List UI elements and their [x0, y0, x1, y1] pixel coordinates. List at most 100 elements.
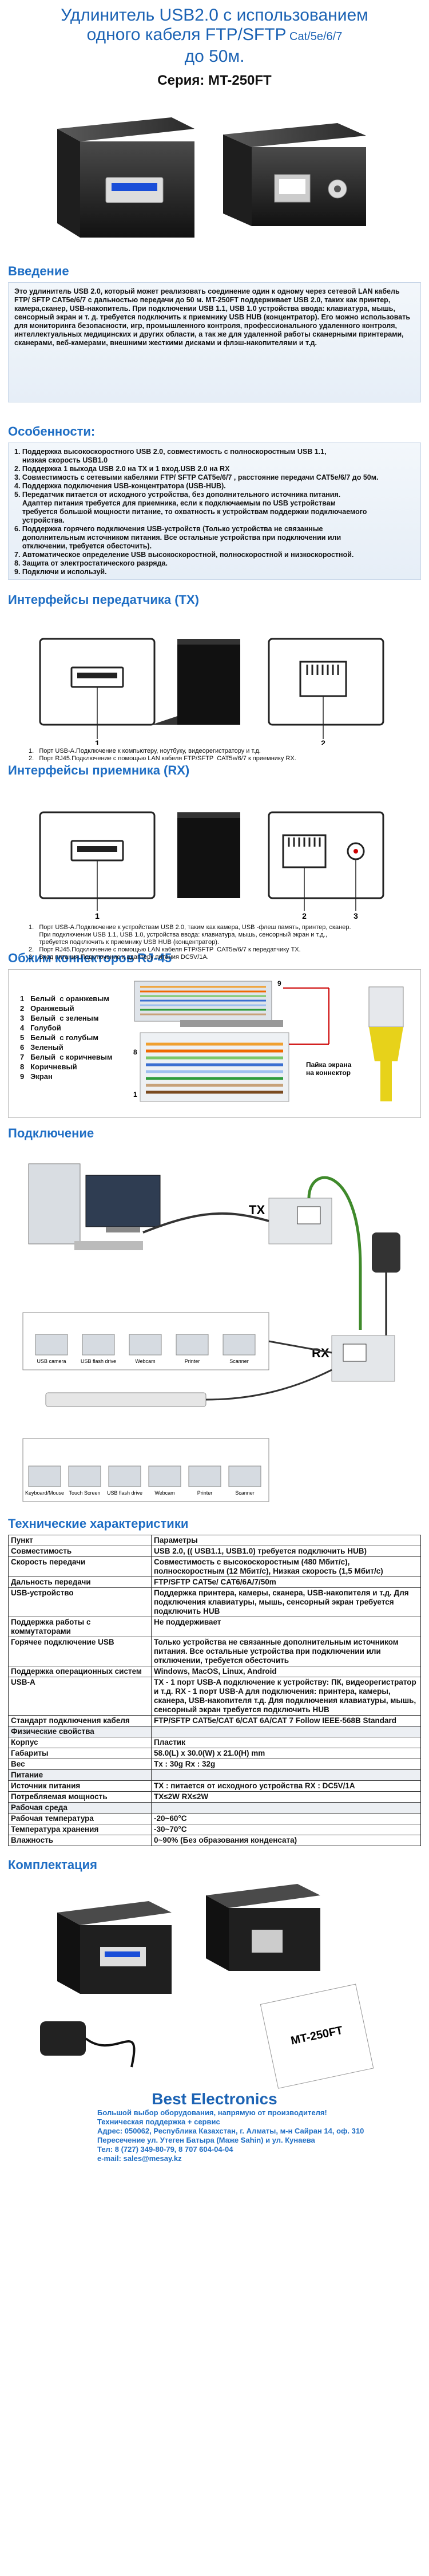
specs-value: -20~60°C	[151, 1813, 421, 1824]
device-icon	[129, 1334, 162, 1356]
tx-box	[268, 1198, 332, 1244]
device-icon	[68, 1465, 101, 1487]
computer-image	[28, 1163, 161, 1250]
tx-label: TX	[249, 1203, 265, 1217]
specs-group-row: Питание	[8, 1769, 421, 1781]
specs-group-row: Рабочая среда	[8, 1802, 421, 1814]
rj45-wire-item: 6 Зеленый	[20, 1043, 63, 1052]
specs-key: USB-A	[8, 1677, 152, 1716]
specs-value: Пластик	[151, 1737, 421, 1748]
footer-line: Пересечение ул. Утеген Батыра (Маже Sahi…	[97, 2136, 315, 2144]
specs-key: Стандарт подключения кабеля	[8, 1715, 152, 1726]
rx-note-item: 1. Порт USB-A.Подключение к устройствам …	[29, 924, 351, 931]
feature-item: 4. Поддержка подключения USB-концентрато…	[14, 482, 226, 490]
footer-line: Большой выбор оборудования, напрямую от …	[97, 2108, 327, 2117]
specs-value: Tx : 30g Rx : 32g	[151, 1759, 421, 1770]
specs-key: USB-устройство	[8, 1587, 152, 1617]
specs-key: Дальность передачи	[8, 1577, 152, 1588]
rj45-yellow-plug-image	[368, 986, 404, 1101]
rj45-connector-diagram	[134, 981, 329, 1102]
tx-callout-2: 2	[321, 738, 325, 745]
rj45-num-9: 9	[277, 979, 281, 987]
specs-value: 58.0(L) x 30.0(W) x 21.0(H) mm	[151, 1748, 421, 1759]
device-icon	[108, 1465, 141, 1487]
rx-diagram: 1 2 3 1. Порт USB-A.Подключение к устрой…	[0, 778, 429, 967]
feature-item: отключении, требуется обесточить).	[14, 542, 152, 550]
rx-note-item: 2. Порт RJ45.Подключение с помощью LAN к…	[29, 946, 301, 953]
title-line-2: одного кабеля FTP/SFTP Cat/5e/6/7	[0, 25, 429, 46]
specs-value: Не поддерживает	[151, 1617, 421, 1637]
specs-value: Параметры	[151, 1535, 421, 1546]
rj45-num-1: 1	[133, 1091, 137, 1099]
rx-device-side	[177, 812, 240, 898]
device-label: Webcam	[154, 1490, 174, 1496]
device-label: Keyboard/Mouse	[25, 1490, 64, 1496]
device-icon	[28, 1465, 61, 1487]
features-title: Особенности:	[8, 424, 96, 438]
specs-key: Скорость передачи	[8, 1556, 152, 1577]
specs-value: TX≤2W RX≤2W	[151, 1791, 421, 1803]
specs-key: Совместимость	[8, 1546, 152, 1557]
tx-title: Интерфейсы передатчика (TX)	[8, 592, 199, 607]
rx-title: Интерфейсы приемника (RX)	[8, 763, 190, 777]
device-label: USB flash drive	[107, 1490, 142, 1496]
device-label: Printer	[197, 1490, 213, 1496]
device-icon	[35, 1334, 68, 1356]
feature-item: дополнительным источником питания. Все о…	[14, 534, 341, 542]
rj45-wire-item: 7 Белый с коричневым	[20, 1053, 113, 1061]
specs-key: Поддержка операционных систем	[8, 1666, 152, 1677]
feature-item: 6. Поддержка горячего подключения USB-ус…	[14, 525, 323, 533]
device-label: Printer	[185, 1358, 200, 1364]
specs-group-row: Физические свойства	[8, 1726, 421, 1737]
specs-key: Влажность	[8, 1835, 152, 1846]
specs-row: Температура хранения-30~70°C	[8, 1824, 421, 1835]
kit-rx-device	[206, 1884, 320, 1971]
rx-notes: 1. Порт USB-A.Подключение к устройствам …	[0, 924, 429, 961]
title-line-1: Удлинитель USB2.0 с использованием	[61, 6, 368, 25]
device-icon	[223, 1334, 256, 1356]
rx-label: RX	[312, 1346, 329, 1360]
rx-device-image	[223, 123, 366, 226]
kit-manual-box: MT-250FT	[260, 1984, 374, 2089]
device-label: Scanner	[235, 1490, 255, 1496]
rj45-wire-item: 9 Экран	[20, 1072, 53, 1081]
specs-key: Габариты	[8, 1748, 152, 1759]
specs-key: Питание	[8, 1769, 152, 1781]
device-label: Webcam	[135, 1358, 155, 1364]
intro-text: Это удлинитель USB 2.0, который может ре…	[14, 287, 411, 347]
rj45-crimp-illustration: 9 8 1 Пайка экрана на коннектор	[133, 979, 404, 1102]
device-icon	[188, 1465, 221, 1487]
device-icon	[228, 1465, 261, 1487]
rj45-wire-item: 4 Голубой	[20, 1024, 61, 1032]
rx-box	[331, 1335, 395, 1382]
feature-item: 1. Поддержка высокоскоростного USB 2.0, …	[14, 448, 327, 456]
specs-key: Вес	[8, 1759, 152, 1770]
feature-item: 7. Автоматическое определение USB высоко…	[14, 551, 354, 559]
kit-illustration: MT-250FT	[40, 1884, 374, 2089]
kit-illustration-wrap: MT-250FT	[0, 1872, 429, 2090]
footer-line: e-mail: sales@mesay.kz	[97, 2154, 182, 2163]
rj45-wire-item: 2 Оранжевый	[20, 1004, 74, 1013]
title-line-3: до 50м.	[184, 47, 245, 66]
specs-value	[151, 1769, 421, 1781]
specs-value: -30~70°C	[151, 1824, 421, 1835]
specs-key: Потребляемая мощность	[8, 1791, 152, 1803]
specs-value: TX - 1 порт USB-A подключение к устройст…	[151, 1677, 421, 1716]
rx-usb-face	[39, 811, 156, 911]
specs-value: USB 2.0, (( USB1.1, USB1.0) требуется по…	[151, 1546, 421, 1557]
specs-row: Рабочая температура-20~60°C	[8, 1813, 421, 1824]
specs-value: FTP/SFTP CAT5e/ CAT6/6A/7/50m	[151, 1577, 421, 1588]
tx-diagram: 1 2 1. Порт USB-A.Подключение к компьюте…	[0, 607, 429, 762]
rj45-wire-item: 1 Белый с оранжевым	[20, 994, 110, 1003]
specs-key: Температура хранения	[8, 1824, 152, 1835]
specs-value: FTP/SFTP CAT5e/CAT 6/CAT 6A/CAT 7 Follow…	[151, 1715, 421, 1726]
features-list: 1. Поддержка высокоскоростного USB 2.0, …	[9, 443, 420, 581]
